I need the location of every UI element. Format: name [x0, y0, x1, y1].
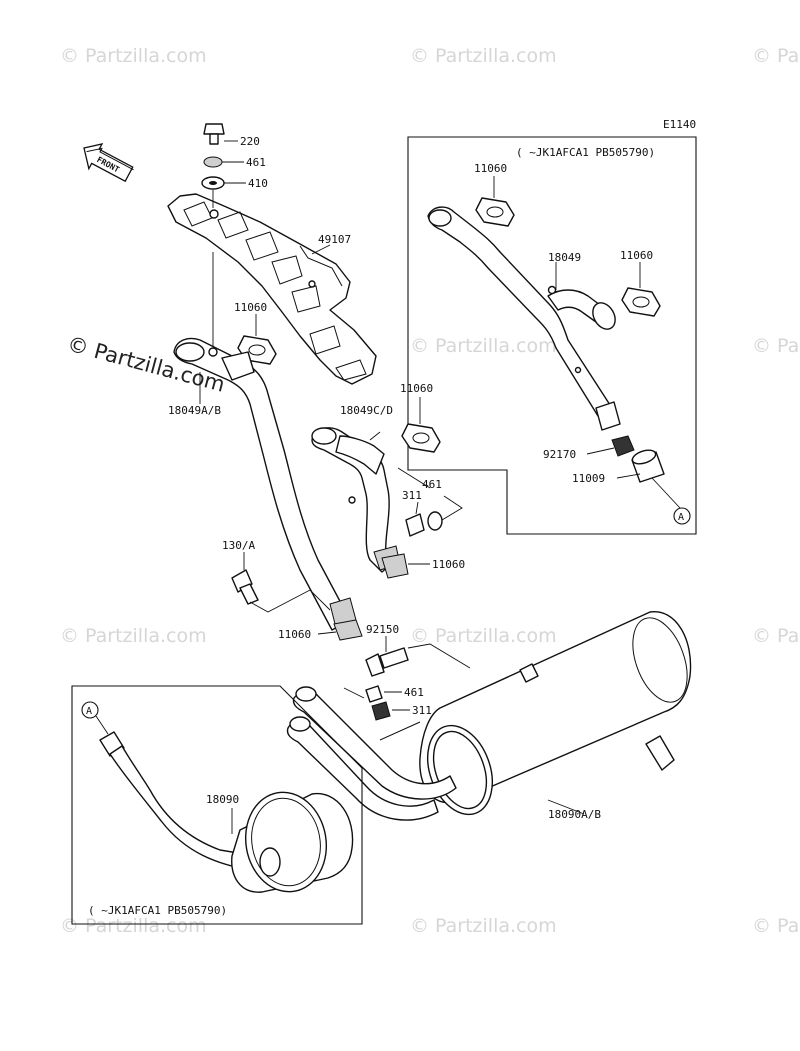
washer-461-mid: [427, 511, 443, 531]
part-labels: 220 461 410 49107 11060 18049A/B 18049C/…: [168, 135, 601, 821]
leader: [369, 431, 381, 441]
label-18049cd: 18049C/D: [340, 404, 393, 417]
leader: [586, 447, 615, 455]
nut-311-mid: [405, 513, 425, 537]
label-18090ab: 18090A/B: [548, 808, 601, 821]
inset-label-11060-b: 11060: [620, 249, 653, 262]
leader: [311, 244, 331, 255]
inset-label-92170: 92170: [543, 448, 576, 461]
label-18049ab: 18049A/B: [168, 404, 221, 417]
bolt-220: [203, 123, 225, 145]
watermark: © Partzilla.com: [410, 45, 557, 67]
callout-a-marker: [673, 507, 691, 525]
gasket-11060-c: [381, 553, 409, 579]
inset-muffler-outlet: [259, 847, 281, 877]
leader: [249, 589, 331, 613]
gasket-11060-d: [333, 619, 363, 641]
watermark: © Partzilla.com: [410, 335, 557, 357]
diagram-code: E1140: [663, 118, 696, 131]
watermark: © Partzilla.com: [410, 625, 557, 647]
watermark: © Partzilla.com: [752, 625, 800, 647]
watermark-layer: © Partzilla.com © Partzilla.com © Partzi…: [60, 45, 800, 937]
label-220: 220: [240, 135, 260, 148]
inset-pipe-inlet: [428, 209, 452, 227]
inset-pipe-flange: [592, 302, 616, 330]
inset-top-condition: ( ~JK1AFCA1 PB505790): [516, 146, 655, 159]
leader: [407, 643, 471, 669]
label-11060-c: 11060: [432, 558, 465, 571]
leader: [616, 473, 641, 479]
watermark: © Partzilla.com: [752, 45, 800, 67]
label-461-mid: 461: [422, 478, 442, 491]
leader: [651, 477, 681, 509]
callout-a-text-bottom: A: [86, 706, 92, 717]
label-49107: 49107: [318, 233, 351, 246]
inset-clamp-92170: [611, 435, 635, 457]
leader: [415, 501, 419, 515]
bolt-92150: [365, 647, 409, 677]
washer-461-low: [365, 685, 383, 703]
label-11060-b: 11060: [400, 382, 433, 395]
callout-a-text: A: [678, 512, 684, 523]
inset-pipe-outlet: [595, 401, 621, 431]
inset-label-18090: 18090: [206, 793, 239, 806]
leader: [317, 631, 337, 635]
watermark: © Partzilla.com: [60, 45, 207, 67]
inset-label-11060-a: 11060: [474, 162, 507, 175]
bolt-130a: [231, 569, 259, 605]
header-pipe-18049ab: [173, 337, 357, 631]
label-92150: 92150: [366, 623, 399, 636]
watermark: © Partzilla.com: [410, 915, 557, 937]
label-410: 410: [248, 177, 268, 190]
leader: [547, 799, 585, 815]
pipe-18049cd: [311, 427, 401, 573]
leader: [397, 467, 431, 489]
watermark: © Partzilla.com: [60, 915, 207, 937]
washer-461: [203, 156, 223, 168]
muffler-18090ab: [286, 611, 692, 821]
leader: [441, 495, 463, 521]
callout-a-marker-bottom: [81, 701, 99, 719]
label-461-top: 461: [246, 156, 266, 169]
inset-bottom-frame: [71, 685, 363, 925]
leader: [95, 715, 109, 735]
inset-bottom: A 18090 ( ~JK1AFCA1 PB505790): [71, 685, 363, 925]
watermark: © Partzilla.com: [752, 915, 800, 937]
front-arrow-icon: FRONT: [83, 143, 134, 183]
label-311-mid: 311: [402, 489, 422, 502]
inset-top: ( ~JK1AFCA1 PB505790) 11060 18049 11060 …: [407, 136, 697, 535]
label-11060-d: 11060: [278, 628, 311, 641]
watermark: © Partzilla.com: [752, 335, 800, 357]
inset-bottom-condition: ( ~JK1AFCA1 PB505790): [88, 904, 227, 917]
label-311-low: 311: [412, 704, 432, 717]
nut-311-low: [371, 701, 391, 721]
inset-top-frame: [407, 136, 697, 535]
inset-label-18049: 18049: [548, 251, 581, 264]
heat-shield-49107: [167, 193, 377, 385]
label-11060-a: 11060: [234, 301, 267, 314]
leader: [343, 687, 365, 699]
inset-label-11009: 11009: [572, 472, 605, 485]
label-130a: 130/A: [222, 539, 255, 552]
watermark: © Partzilla.com: [60, 625, 207, 647]
label-461-low: 461: [404, 686, 424, 699]
